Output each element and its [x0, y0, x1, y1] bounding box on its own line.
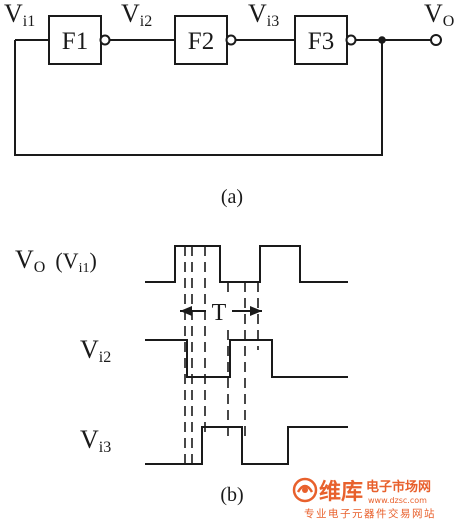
watermark-site-name: 电子市场网	[366, 479, 431, 495]
block-f3-label: F3	[308, 28, 334, 55]
inverter-bubble-f3	[345, 34, 357, 46]
timing-diagram: VO(Vi1) Vi2 Vi3 T (b)	[15, 245, 348, 506]
waveform-vi3	[145, 426, 348, 465]
period-label: T	[212, 300, 227, 326]
block-f1-label: F1	[62, 28, 88, 55]
label-vi1: Vi1	[4, 0, 35, 30]
watermark-url: www.dzsc.com	[368, 496, 427, 505]
waveform-vo	[145, 245, 348, 283]
label-vi2: Vi2	[121, 0, 152, 30]
feedback-wire	[14, 40, 383, 156]
inverter-bubble-f1	[99, 34, 111, 46]
watermark-slogan: 专业电子元器件交易网站	[304, 507, 436, 520]
period-label-bg	[206, 298, 232, 324]
caption-b: (b)	[220, 484, 243, 506]
watermark: 维库 电子市场网 www.dzsc.com 专业电子元器件交易网站	[292, 477, 436, 520]
wave-label-vi3: Vi3	[80, 425, 111, 456]
watermark-logo-icon	[292, 477, 318, 503]
output-terminal	[430, 34, 442, 46]
block-f3	[294, 15, 348, 65]
period-arrow-left	[180, 306, 192, 316]
inverter-bubble-f2	[225, 34, 237, 46]
wave-label-vi2: Vi2	[80, 335, 111, 366]
waveform-vi2	[145, 339, 348, 378]
label-vo: VO	[424, 0, 454, 30]
caption-a: (a)	[221, 186, 243, 208]
label-vi3: Vi3	[248, 0, 279, 30]
period-arrow-right	[250, 306, 262, 316]
circuit-diagram: F1 F2 F3 Vi1 Vi2 Vi3 VO (a)	[4, 0, 454, 208]
watermark-logo-text: 维库	[319, 479, 363, 505]
junction-dot	[378, 36, 386, 44]
wave-label-vo: VO(Vi1)	[15, 245, 97, 276]
block-f2-label: F2	[188, 28, 214, 55]
